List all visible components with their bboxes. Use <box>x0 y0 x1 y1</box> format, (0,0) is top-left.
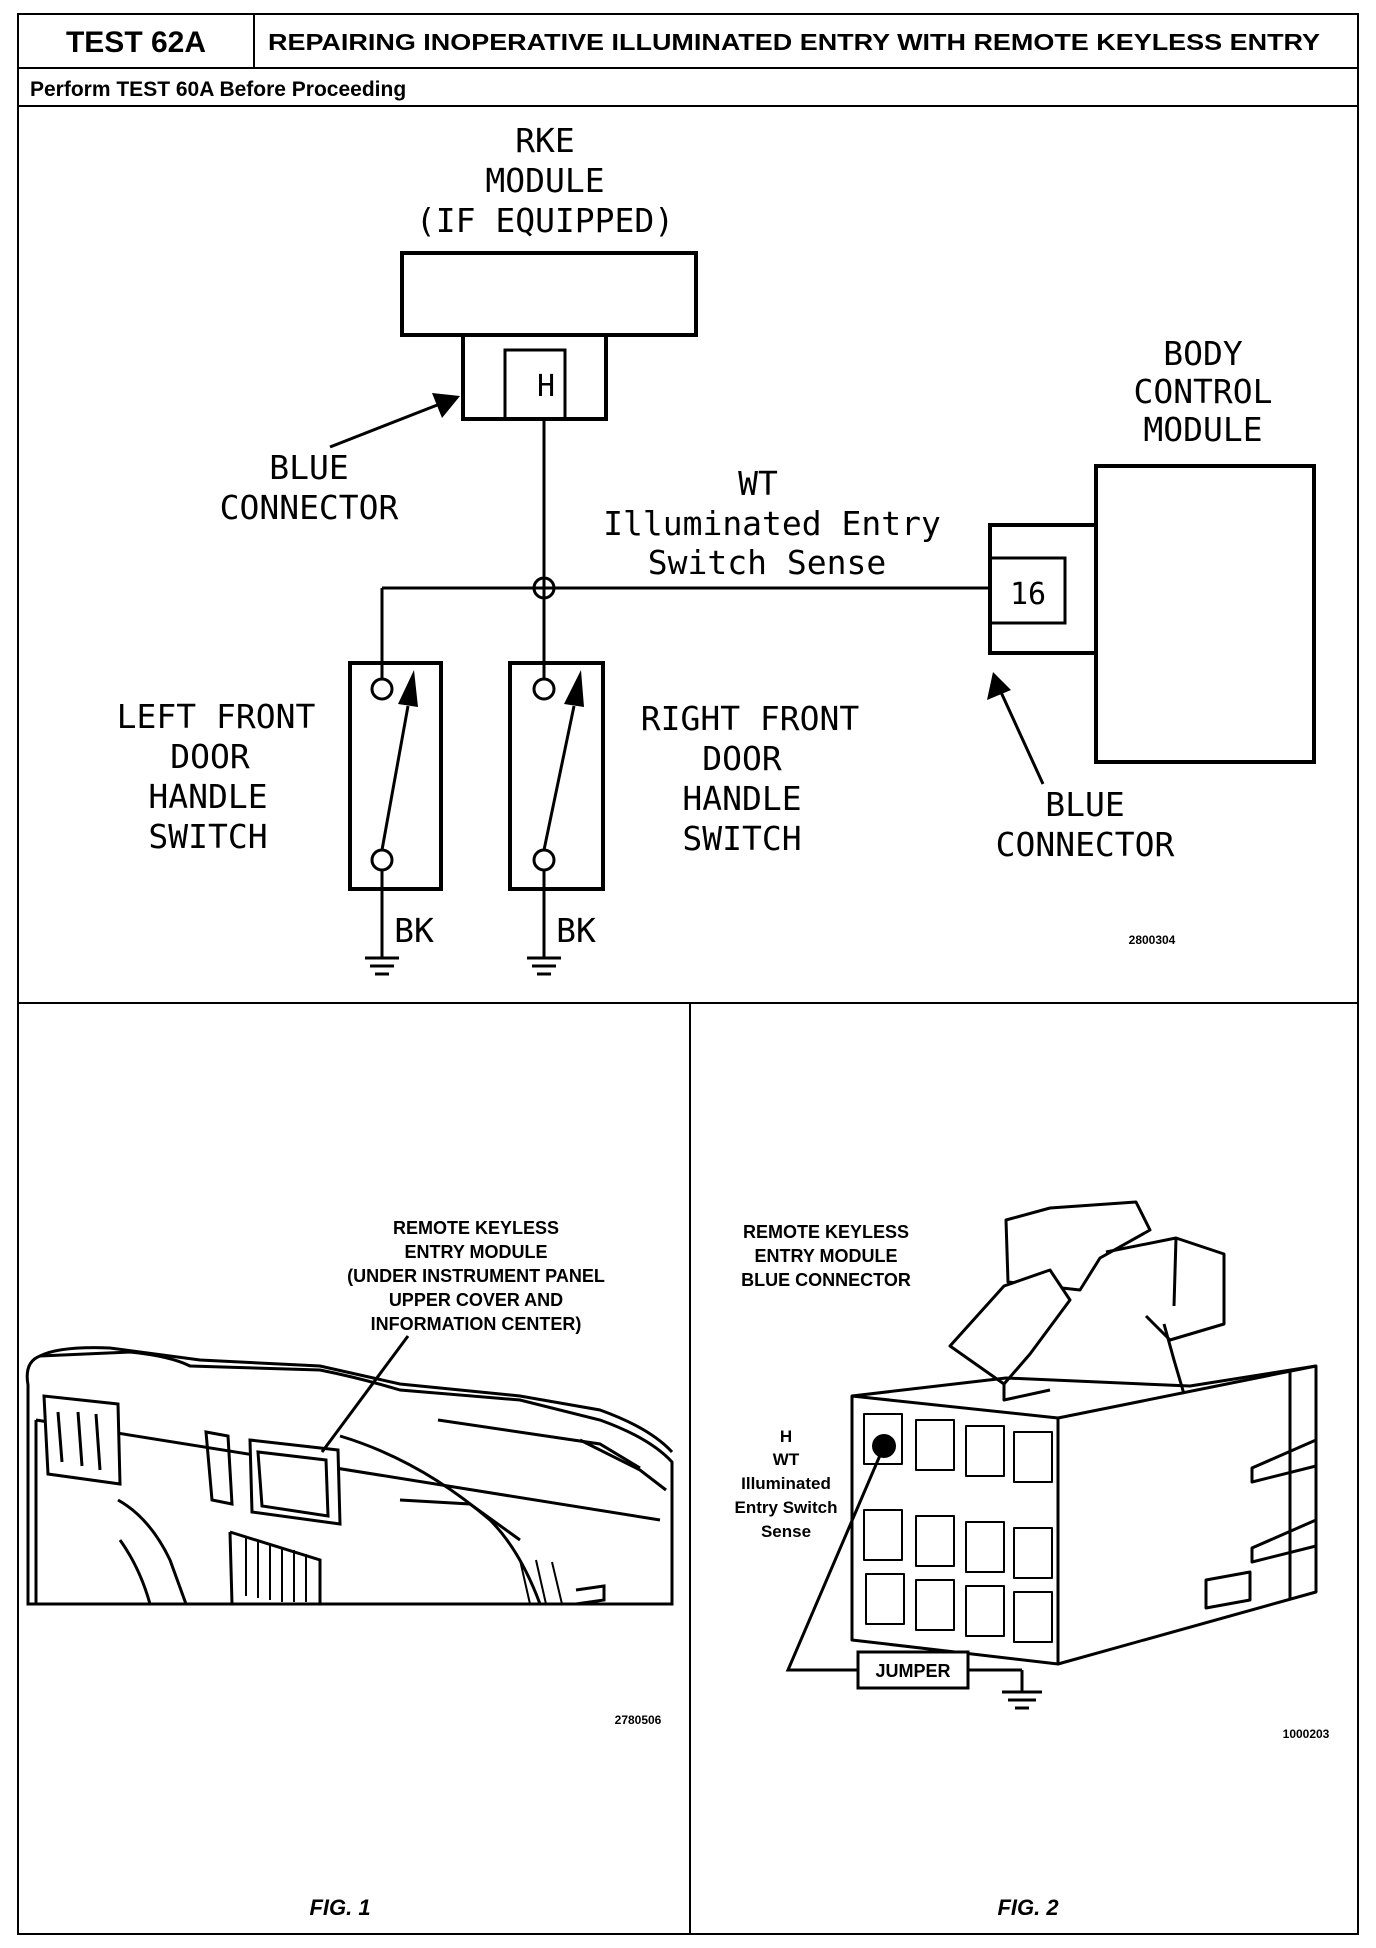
wire-label-line3: Switch Sense <box>648 543 886 582</box>
left-ground-symbol <box>365 956 399 976</box>
bcm-connector-label-line1: BLUE <box>1045 785 1124 824</box>
test-id: TEST 62A <box>66 26 206 59</box>
right-switch-blade <box>542 705 576 851</box>
rke-module-label-line3: (IF EQUIPPED) <box>416 201 674 240</box>
right-switch-bottom-terminal <box>532 848 556 872</box>
fig2-title-line2: ENTRY MODULE <box>754 1246 897 1266</box>
fig2-ground-symbol <box>1002 1670 1042 1710</box>
left-switch-label-line3: HANDLE <box>148 777 267 816</box>
fig1-callout-line2: ENTRY MODULE <box>404 1242 547 1262</box>
bcm-connector-arrow <box>998 689 1045 785</box>
left-switch-top-terminal <box>370 677 394 701</box>
prerequisite-note: Perform TEST 60A Before Proceeding <box>30 78 406 101</box>
left-switch-label-line1: LEFT FRONT <box>117 697 316 736</box>
fig2-caption: FIG. 2 <box>997 1895 1059 1920</box>
fig2-pin-label: H WT Illuminated Entry Switch Sense <box>735 1427 838 1541</box>
wiring-schematic: RKE MODULE (IF EQUIPPED) H BLUE CONNECTO… <box>117 121 1316 976</box>
fig2-jumper-label: JUMPER <box>875 1661 950 1681</box>
right-ground-symbol <box>527 956 561 976</box>
left-switch-arrowhead <box>398 670 418 707</box>
fig2-pin-label-line4: Entry Switch <box>735 1498 838 1517</box>
fig1-callout-line1: REMOTE KEYLESS <box>393 1218 559 1238</box>
left-switch-label-line4: SWITCH <box>148 817 267 856</box>
fig1-callout-line4: UPPER COVER AND <box>389 1290 563 1310</box>
right-switch-arrowhead <box>564 670 584 707</box>
right-ground-wire-label: BK <box>556 911 596 950</box>
bcm-label-line2: CONTROL <box>1133 372 1272 411</box>
rke-connector-arrow <box>329 400 446 449</box>
fig2-pin-label-line3: Illuminated <box>741 1474 831 1493</box>
fig1-callout-leader <box>320 1335 410 1453</box>
fig2-pin-label-line5: Sense <box>761 1522 811 1541</box>
fig2-pin-label-line1: H <box>780 1427 792 1446</box>
bcm-pin-label: 16 <box>1010 577 1046 612</box>
right-door-switch-body <box>508 661 605 891</box>
fig2-title: REMOTE KEYLESS ENTRY MODULE BLUE CONNECT… <box>741 1222 911 1290</box>
bcm-pin-cavity <box>988 556 1067 625</box>
left-door-switch-body <box>348 661 443 891</box>
left-ground-wire-label: BK <box>394 911 434 950</box>
fig2-jumper-box <box>856 1650 970 1690</box>
bcm-connector-label-line2: CONNECTOR <box>996 825 1175 864</box>
bcm-label-line3: MODULE <box>1143 410 1262 449</box>
bcm-box <box>1094 464 1316 764</box>
wire-label-color: WT <box>738 464 778 503</box>
right-switch-label-line1: RIGHT FRONT <box>641 699 860 738</box>
fig2-code: 1000203 <box>1283 1727 1330 1741</box>
fig2-pin-label-line2: WT <box>773 1450 800 1469</box>
bcm-label-line1: BODY <box>1163 334 1243 373</box>
fig1-caption: FIG. 1 <box>309 1895 370 1920</box>
fig1-callout: REMOTE KEYLESS ENTRY MODULE (UNDER INSTR… <box>347 1218 605 1334</box>
fig2-pin-leader <box>785 1445 886 1672</box>
right-switch-label-line2: DOOR <box>702 739 782 778</box>
left-switch-label-line2: DOOR <box>170 737 250 776</box>
wire-label-line2: Illuminated Entry <box>603 504 941 543</box>
schematic-code: 2800304 <box>1129 933 1176 947</box>
rke-module-label-line2: MODULE <box>485 161 604 200</box>
rke-module-label-line1: RKE <box>515 121 575 160</box>
fig1-code: 2780506 <box>615 1713 662 1727</box>
rke-connector-label-line1: BLUE <box>269 448 348 487</box>
rke-connector-label-line2: CONNECTOR <box>220 488 399 527</box>
rke-module-box <box>400 251 698 337</box>
left-switch-bottom-terminal <box>370 848 394 872</box>
right-switch-label-line3: HANDLE <box>682 779 801 818</box>
fig2-connector-illustration <box>850 1200 1318 1666</box>
bcm-connector-arrowhead <box>987 672 1011 700</box>
rke-pin-label: H <box>537 369 555 404</box>
fig1-instrument-panel-illustration <box>25 1346 674 1606</box>
right-switch-label-line4: SWITCH <box>682 819 801 858</box>
left-switch-blade <box>380 705 410 851</box>
fig2-title-line3: BLUE CONNECTOR <box>741 1270 911 1290</box>
right-switch-top-terminal <box>532 677 556 701</box>
rke-connector-arrowhead <box>432 393 460 418</box>
rke-pin-cavity <box>503 348 567 421</box>
fig2-title-line1: REMOTE KEYLESS <box>743 1222 909 1242</box>
page-frame <box>17 13 1359 1935</box>
fig1-callout-line3: (UNDER INSTRUMENT PANEL <box>347 1266 605 1286</box>
fig1-callout-line5: INFORMATION CENTER) <box>371 1314 582 1334</box>
rke-connector <box>461 333 608 421</box>
test-title: REPAIRING INOPERATIVE ILLUMINATED ENTRY … <box>268 29 1320 55</box>
